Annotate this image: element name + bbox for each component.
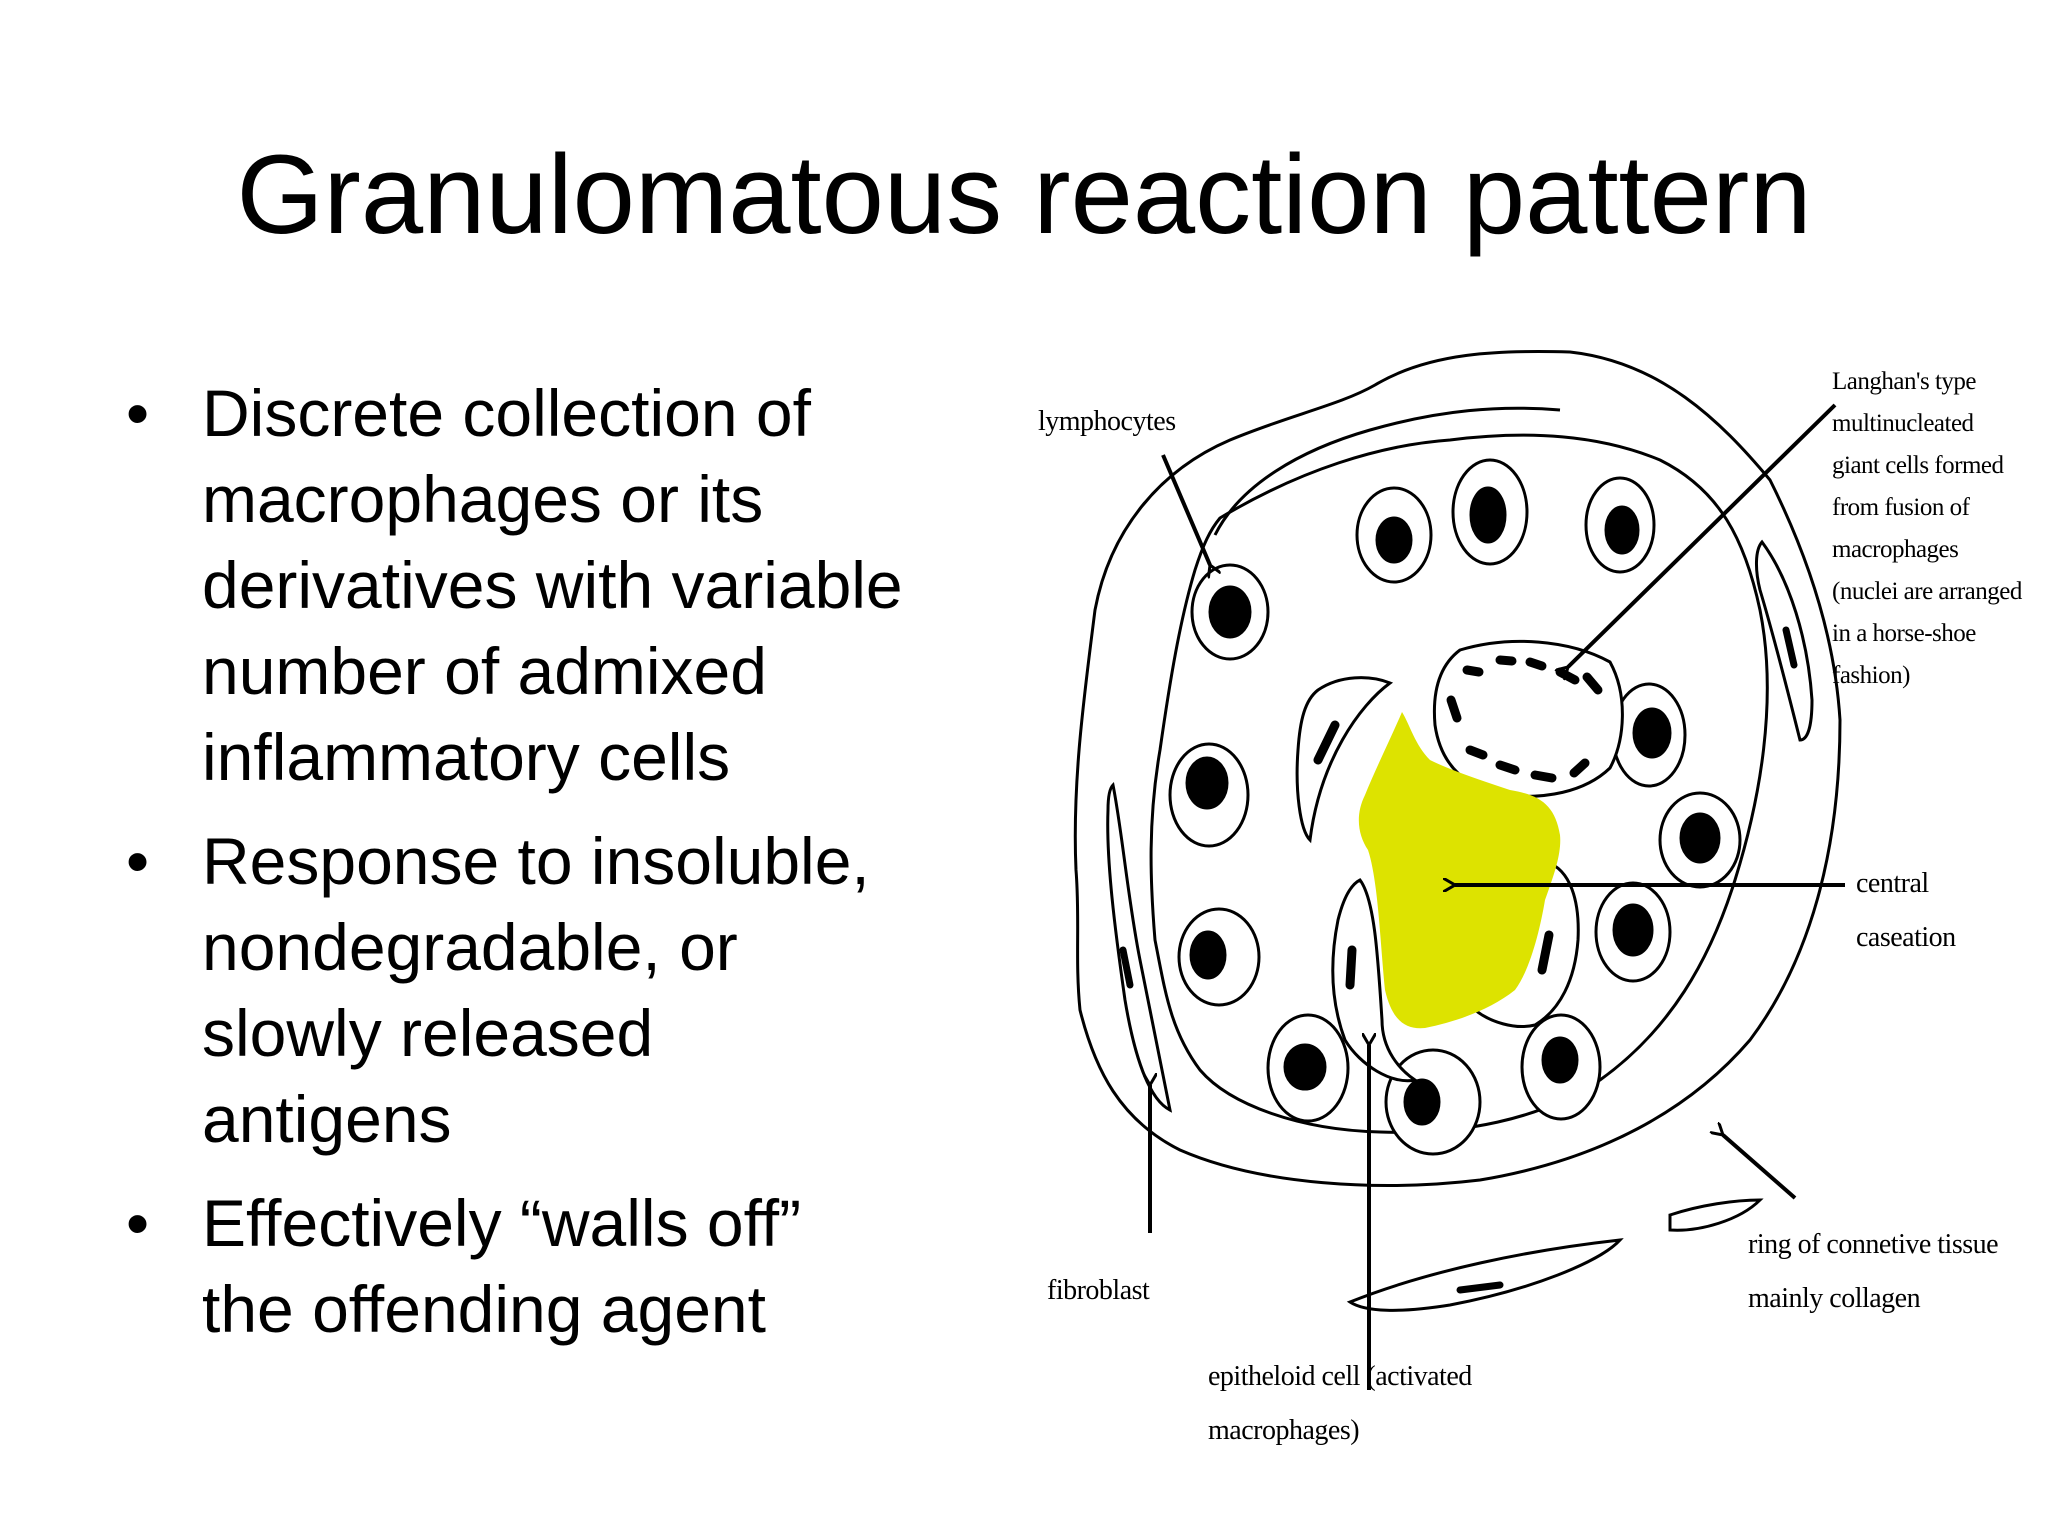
bullet-list: • Discrete collection of macrophages or … — [120, 370, 1020, 1370]
arrow-langhans — [1568, 403, 1837, 667]
label-central-caseation: central caseation — [1856, 868, 1956, 953]
lymphocyte-cell — [1190, 563, 1270, 661]
fibroblast-cell — [1755, 539, 1814, 742]
lymphocyte-cell — [1658, 791, 1742, 889]
label-fibroblast: fibroblast — [1047, 1275, 1150, 1306]
lymphocyte-cell — [1584, 476, 1656, 574]
label-langhans-giant-cells: Langhan's type multinucleated giant cell… — [1832, 368, 2022, 689]
lymphocyte-cell — [1177, 907, 1261, 1007]
arrow-lymphocytes — [1161, 454, 1210, 565]
lymphocyte-cell — [1355, 486, 1433, 584]
epitheloid-cells — [1295, 676, 1580, 1083]
lymphocyte-cell — [1520, 1013, 1602, 1121]
fibroblast-cell — [1668, 1198, 1764, 1232]
lymphocyte-cell — [1266, 1013, 1350, 1123]
bullet-item: • Effectively “walls off” the offending … — [120, 1180, 1020, 1352]
granuloma-diagram: lymphocytes Langhan's type multinucleate… — [1000, 330, 2048, 1510]
bullet-symbol: • — [126, 1186, 150, 1260]
lymphocyte-cell — [1168, 742, 1250, 848]
langhans-giant-cell — [1432, 639, 1624, 798]
bullet-symbol: • — [126, 376, 150, 450]
lymphocyte-cell — [1611, 682, 1687, 788]
bullet-item: • Discrete collection of macrophages or … — [120, 370, 1020, 800]
fibroblast-cell — [1346, 1238, 1624, 1312]
pointer-arrows — [1150, 403, 1845, 1390]
label-lymphocytes: lymphocytes — [1038, 406, 1176, 437]
lymphocyte-cell — [1451, 458, 1529, 566]
fibroblast-cell — [1106, 781, 1173, 1113]
epitheloid-cell — [1331, 878, 1419, 1083]
label-connective-tissue-ring: ring of connetive tissue mainly collagen — [1748, 1229, 1999, 1314]
lymphocyte-cell — [1594, 881, 1672, 983]
fibroblasts — [1106, 539, 1814, 1312]
bullet-item: • Response to insoluble, nondegradable, … — [120, 818, 1020, 1162]
slide-title: Granulomatous reaction pattern — [236, 132, 1812, 257]
bullet-text: Response to insoluble, nondegradable, or… — [202, 824, 870, 1156]
label-epitheloid-cell: epitheloid cell (activated macrophages) — [1208, 1361, 1472, 1446]
bullet-text: Discrete collection of macrophages or it… — [202, 376, 903, 794]
epitheloid-cell — [1295, 676, 1394, 844]
bullet-text: Effectively “walls off” the offending ag… — [202, 1186, 802, 1346]
arrow-ring — [1723, 1135, 1797, 1200]
central-caseation — [1358, 712, 1561, 1029]
lymphocyte-cells — [1168, 458, 1742, 1156]
granuloma-drawing — [1073, 349, 1845, 1390]
bullet-symbol: • — [126, 824, 150, 898]
